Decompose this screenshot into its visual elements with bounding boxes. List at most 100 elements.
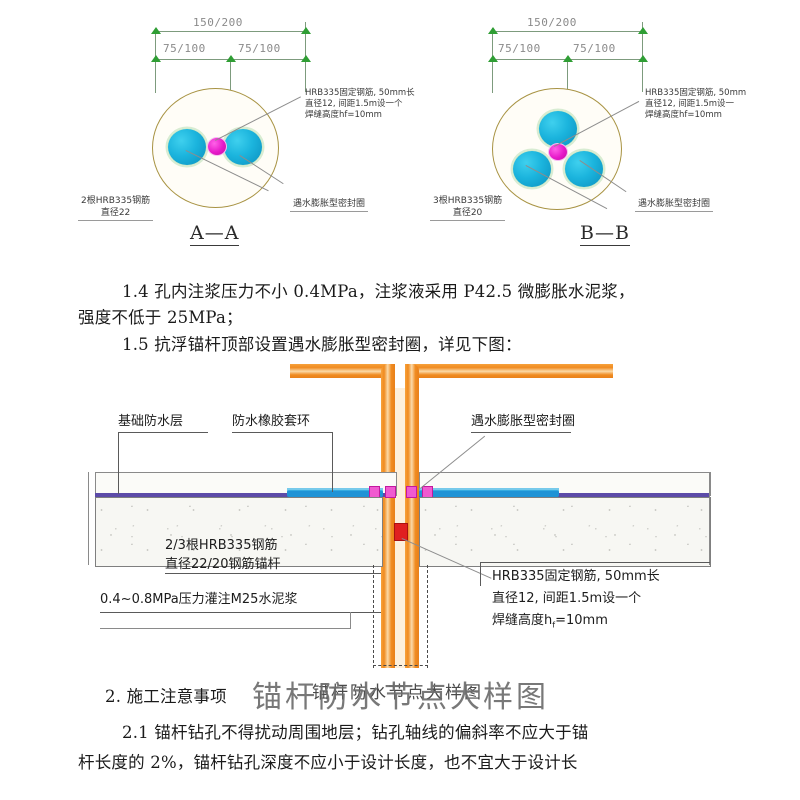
rebar-left-aa xyxy=(167,128,207,166)
leader-rubber-collar xyxy=(332,432,333,492)
seal-ring-piece-2 xyxy=(385,486,396,498)
dim-half-right-aa: 75/100 xyxy=(238,42,281,55)
rebar-line-2-bb: 直径20 xyxy=(452,208,483,218)
dim-arrow-topleft-bb xyxy=(488,27,498,34)
fixed-rebar-marker xyxy=(394,523,408,541)
rebar-left-line-2: 直径22 xyxy=(100,208,131,218)
anchor-rod-arm-left xyxy=(290,364,395,378)
dim-half-left-bb: 75/100 xyxy=(498,42,541,55)
section-label-aa: A—A xyxy=(190,222,240,246)
section-a-a-diagram: 150/200 75/100 75/100 HRB335固定钢筋, 50mm长 … xyxy=(0,0,430,262)
label-base-waterproof: 基础防水层 xyxy=(118,414,184,429)
leader-base-waterproof xyxy=(118,432,119,494)
dim-arrow-topleft-aa xyxy=(151,27,161,34)
fixed-rebar-line-2: 直径12, 间距1.5m设一个 xyxy=(305,99,403,109)
seal-ring-bb xyxy=(548,143,568,161)
concrete-body-right xyxy=(419,497,711,567)
slab-edge-left xyxy=(88,472,89,565)
dim-line-total-bb xyxy=(492,31,642,32)
dim-arrow-top-aa xyxy=(301,27,311,34)
fixed-rebar-line-2-bb: 直径12, 间距1.5m设一 xyxy=(645,99,735,109)
borehole-edge-right xyxy=(427,565,428,668)
section-b-b-diagram: 150/200 75/100 75/100 HRB335固定钢筋, 50mm 直… xyxy=(430,0,800,262)
fixed-rebar-detail-line-3: 焊缝高度hf=10mm xyxy=(492,610,660,637)
label-anchor-rebar: 2/3根HRB335钢筋 直径22/20钢筋锚杆 xyxy=(165,536,280,574)
clause-2: 2. 施工注意事项 xyxy=(105,687,227,706)
rubber-collar-left xyxy=(287,490,383,497)
annotation-seal-bb: 遇水膨胀型密封圈 xyxy=(635,198,714,212)
annotation-seal-aa: 遇水膨胀型密封圈 xyxy=(290,198,369,212)
leader-anchor-rebar xyxy=(165,573,381,574)
rubber-collar-right xyxy=(419,490,559,497)
rebar-right-aa xyxy=(223,128,263,166)
clause-2-1-line-2: 杆长度的 2%，锚杆钻孔深度不应小于设计长度，也不宜大于设计长 xyxy=(78,753,578,772)
waterproof-layer-left xyxy=(95,493,395,497)
dim-arrow-left-aa xyxy=(151,55,161,62)
anchor-rod-right xyxy=(405,388,419,668)
leader-grout xyxy=(100,612,381,613)
borehole-bottom-edge xyxy=(373,665,428,666)
concrete-body-left xyxy=(95,497,383,567)
hf-prefix: 焊缝高度h xyxy=(492,613,553,628)
dim-arrow-right-aa xyxy=(301,55,311,62)
rubber-collar-highlight-left xyxy=(287,488,383,491)
dim-half-right-bb: 75/100 xyxy=(573,42,616,55)
leader-rubber-collar-h xyxy=(232,432,332,433)
dim-total-bb: 150/200 xyxy=(527,16,577,29)
hf-suffix: =10mm xyxy=(555,613,608,628)
detail-caption-large: 锚杆防水节点大样图 xyxy=(252,680,549,715)
dim-line-total-aa xyxy=(155,31,305,32)
annotation-fixed-rebar-bb: HRB335固定钢筋, 50mm 直径12, 间距1.5m设一 焊缝高度hf=1… xyxy=(645,88,746,121)
section-label-bb: B—B xyxy=(580,222,630,246)
fixed-rebar-line-3: 焊缝高度hf=10mm xyxy=(305,110,382,120)
leader-base-waterproof-h xyxy=(118,432,208,433)
fixed-rebar-line-1: HRB335固定钢筋, 50mm长 xyxy=(305,88,415,98)
leader-seal-ring-h xyxy=(471,432,571,433)
rebar-left-line-1: 2根HRB335钢筋 xyxy=(81,196,151,206)
break-line-bottom xyxy=(100,628,350,629)
fixed-rebar-line-3-bb: 焊缝高度hf=10mm xyxy=(645,110,722,120)
waterproof-layer-right xyxy=(419,493,709,497)
rebar-bottom-right-bb xyxy=(564,150,604,188)
dim-arrow-mid-aa xyxy=(226,55,236,62)
rubber-collar-highlight-right xyxy=(419,488,559,491)
label-seal-ring-detail: 遇水膨胀型密封圈 xyxy=(471,414,576,429)
fixed-rebar-detail-line-2: 直径12, 间距1.5m设一个 xyxy=(492,591,642,606)
annotation-rebar-bb: 3根HRB335钢筋 直径20 xyxy=(430,195,506,221)
seal-ring-piece-3 xyxy=(406,486,417,498)
anchor-rod-bend-right xyxy=(405,364,419,390)
annotation-fixed-rebar-aa: HRB335固定钢筋, 50mm长 直径12, 间距1.5m设一个 焊缝高度hf… xyxy=(305,88,415,121)
dim-arrow-topright-bb xyxy=(638,27,648,34)
clause-2-1-line-1: 2.1 锚杆钻孔不得扰动周围地层；钻孔轴线的偏斜率不应大于锚 xyxy=(122,723,589,742)
break-tick-bottom xyxy=(350,612,351,629)
anchor-rod-arm-right xyxy=(405,364,613,378)
detail-caption-small: 锚杆防水节点大样图 xyxy=(312,683,483,703)
anchor-rod-bend-left xyxy=(381,364,395,390)
slab-edge-right xyxy=(709,472,710,565)
dim-ext-mid-bb xyxy=(567,59,568,93)
annotation-rebar-left-aa: 2根HRB335钢筋 直径22 xyxy=(78,195,154,221)
dim-total-aa: 150/200 xyxy=(193,16,243,29)
dim-arrow-left-bb xyxy=(488,55,498,62)
clause-1-5: 1.5 抗浮锚杆顶部设置遇水膨胀型密封圈，详见下图： xyxy=(122,335,522,354)
dim-arrow-right-bb xyxy=(638,55,648,62)
dim-half-left-aa: 75/100 xyxy=(163,42,206,55)
label-fixed-rebar-detail: HRB335固定钢筋, 50mm长 直径12, 间距1.5m设一个 焊缝高度hf… xyxy=(492,566,660,637)
anchor-waterproof-detail: 基础防水层 防水橡胶套环 遇水膨胀型密封圈 2/3根HRB335钢筋 直径22/… xyxy=(0,360,800,690)
anchor-rebar-line-2: 直径22/20钢筋锚杆 xyxy=(165,557,281,572)
rebar-line-1-bb: 3根HRB335钢筋 xyxy=(433,196,503,206)
label-rubber-collar: 防水橡胶套环 xyxy=(232,414,311,429)
fixed-rebar-detail-line-1: HRB335固定钢筋, 50mm长 xyxy=(492,569,660,584)
anchor-rebar-line-1: 2/3根HRB335钢筋 xyxy=(165,538,278,553)
borehole-edge-left xyxy=(373,565,374,668)
leader-fixed-rebar-vert xyxy=(480,562,481,586)
fixed-rebar-line-1-bb: HRB335固定钢筋, 50mm xyxy=(645,88,747,98)
leader-fixed-rebar-h xyxy=(480,562,710,563)
clause-1-4-line-2: 强度不低于 25MPa； xyxy=(78,308,243,327)
dim-ext-mid-aa xyxy=(230,59,231,93)
hf-subscript: f xyxy=(552,620,556,630)
dim-ext-left-aa xyxy=(155,31,156,93)
clause-1-4-line-1: 1.4 孔内注浆压力不小 0.4MPa，注浆液采用 P42.5 微膨胀水泥浆， xyxy=(122,282,635,301)
anchor-rod-left xyxy=(381,388,395,668)
